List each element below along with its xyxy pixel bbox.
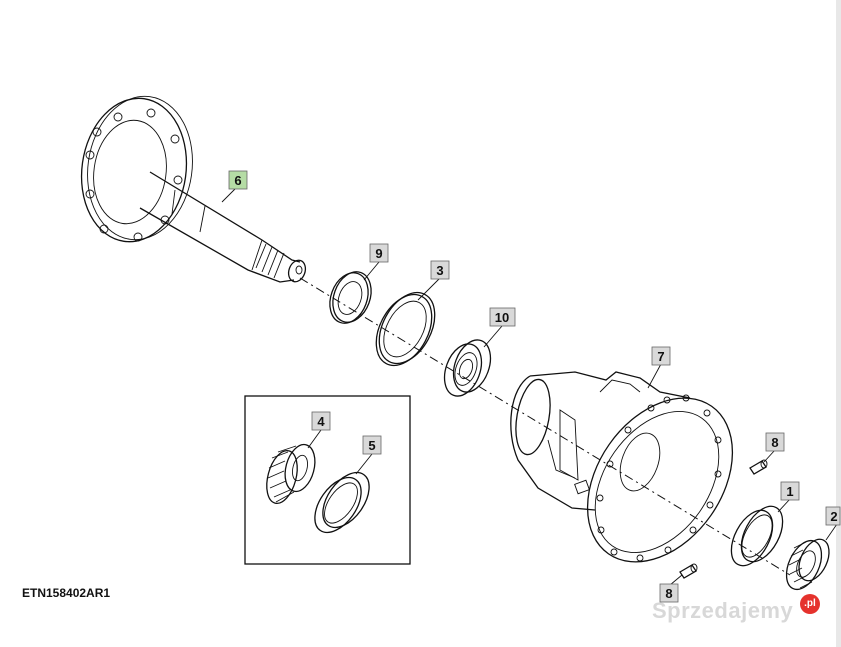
- callout-7: 7: [651, 346, 671, 366]
- callout-10: 10: [489, 307, 516, 327]
- bearing-cup-part-5[interactable]: [305, 464, 378, 540]
- pin-part-8-lower[interactable]: [679, 563, 698, 579]
- inset-frame: [244, 395, 411, 565]
- callout-5: 5: [362, 435, 382, 455]
- bearing-cone-part-4[interactable]: [261, 441, 319, 507]
- seal-part-9[interactable]: [323, 266, 378, 328]
- callout-1-label: 1: [786, 484, 793, 499]
- window-edge: [836, 0, 841, 647]
- callout-8-lower-label: 8: [665, 586, 672, 601]
- callout-6-label: 6: [234, 173, 241, 188]
- ring-part-3[interactable]: [365, 283, 446, 375]
- callout-9: 9: [369, 243, 389, 263]
- callout-6: 6: [228, 170, 248, 190]
- leader-lines: [221, 188, 838, 586]
- watermark-text: Sprzedajemy: [652, 598, 794, 623]
- callout-5-label: 5: [368, 438, 375, 453]
- callout-8-lower: 8: [659, 583, 679, 603]
- oil-seal-part-10[interactable]: [438, 335, 497, 401]
- callout-3-label: 3: [436, 263, 443, 278]
- callout-1: 1: [780, 481, 800, 501]
- callout-10-label: 10: [495, 310, 509, 325]
- callout-8-upper-label: 8: [771, 435, 778, 450]
- pin-part-8-upper[interactable]: [749, 459, 768, 475]
- callout-7-label: 7: [657, 349, 664, 364]
- callout-4: 4: [311, 411, 331, 431]
- callout-8-upper: 8: [765, 432, 785, 452]
- callout-3: 3: [430, 260, 450, 280]
- callout-2: 2: [825, 506, 841, 526]
- callout-2-label: 2: [830, 509, 837, 524]
- figure-id-label: ETN158402AR1: [22, 586, 111, 600]
- assembly-axis-line: [299, 277, 791, 576]
- callout-4-label: 4: [317, 414, 325, 429]
- bearing-cup-part-1[interactable]: [723, 500, 791, 573]
- bearing-cone-part-2[interactable]: [779, 535, 835, 595]
- axle-housing-part-7[interactable]: [510, 371, 763, 590]
- callout-9-label: 9: [375, 246, 382, 261]
- axle-shaft-part-6[interactable]: [72, 89, 308, 284]
- watermark-badge: .pl: [800, 594, 820, 614]
